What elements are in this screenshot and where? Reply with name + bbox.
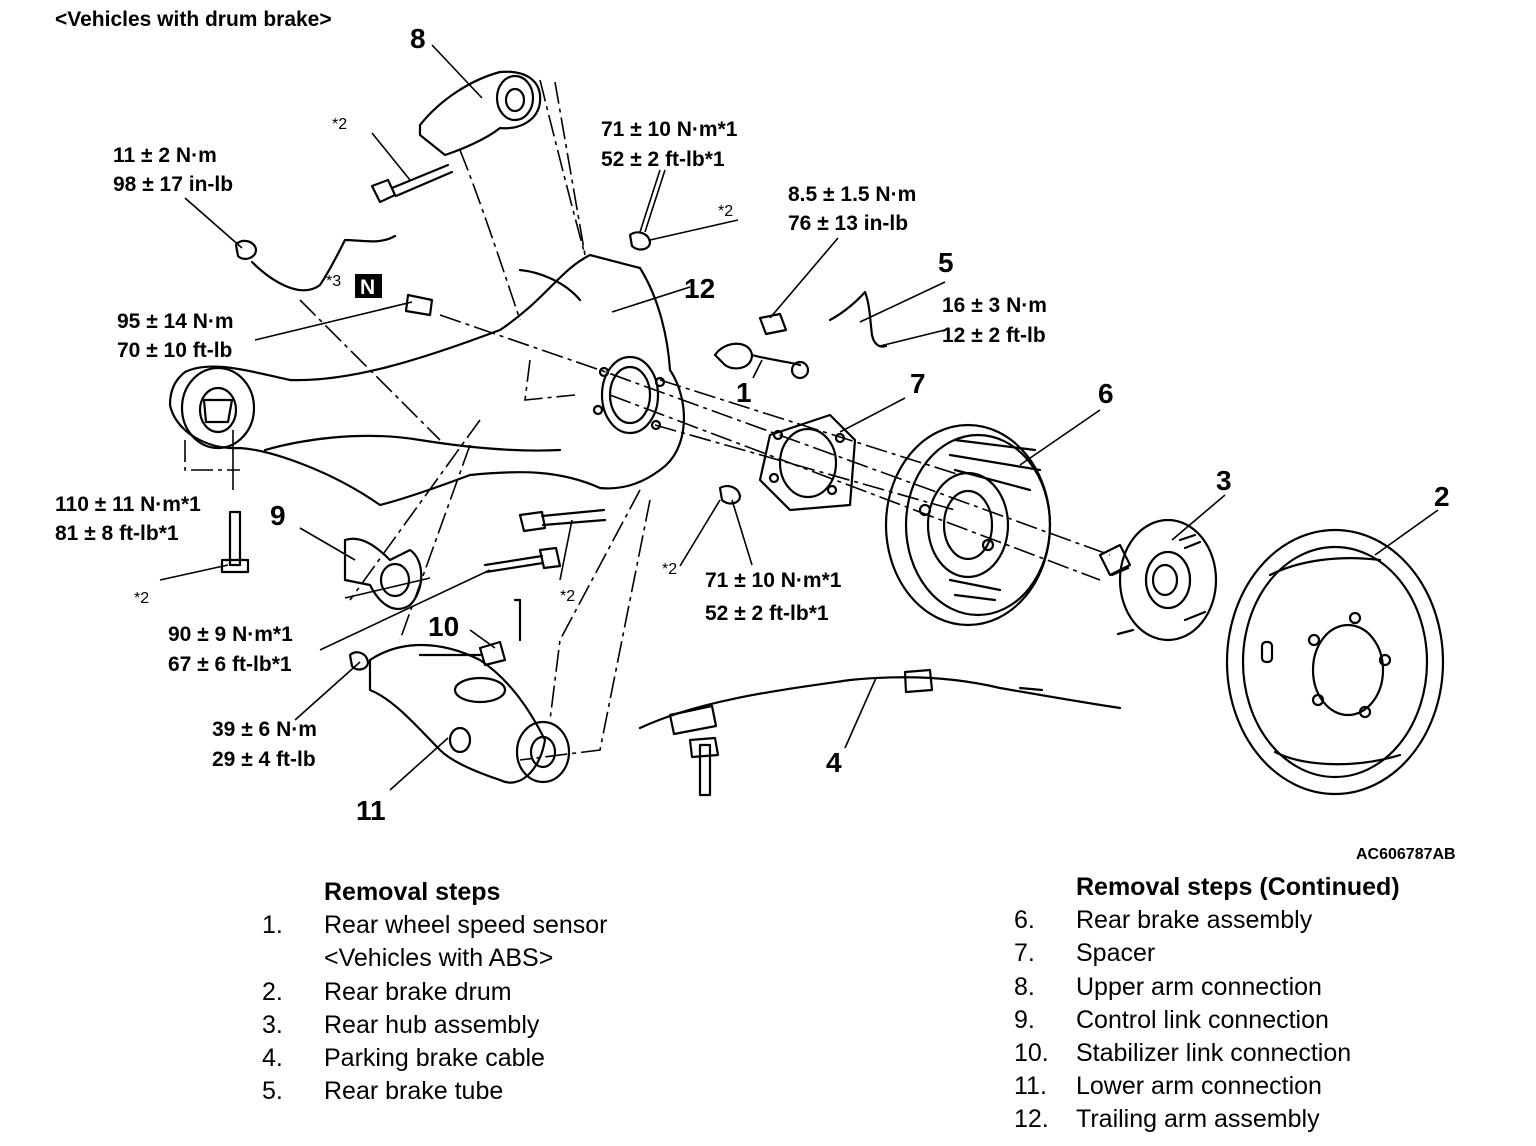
step-label: Rear hub assembly (324, 1010, 540, 1039)
torque-stab-nm: 39 ± 6 N·m (212, 718, 317, 741)
torque-tube-inlb: 76 ± 13 in-lb (788, 212, 908, 235)
callout-12: 12 (684, 273, 715, 304)
callout-10: 10 (428, 611, 459, 642)
removal-steps-list: Removal steps 1. Rear wheel speed sensor… (262, 876, 702, 1108)
new-part-badge (355, 274, 382, 298)
callout-9: 9 (270, 500, 286, 531)
list-item: 8. Upper arm connection (1014, 971, 1484, 1004)
torque-sensor-inlb: 98 ± 17 in-lb (113, 173, 233, 196)
exploded-view-drawing: 8 12 5 1 7 6 3 2 9 10 4 11 11 ± 2 N·m 98… (55, 23, 1450, 826)
note-star3: *3 (326, 273, 341, 290)
step-number: 7. (1014, 939, 1035, 968)
callout-2: 2 (1434, 481, 1450, 512)
step-sublabel: <Vehicles with ABS> (324, 944, 554, 973)
note-star2: *2 (134, 590, 149, 607)
list-item: 11. Lower arm connection (1014, 1070, 1484, 1103)
list-item: 3. Rear hub assembly (262, 1009, 702, 1042)
step-number: 1. (262, 911, 283, 940)
step-label: Rear brake assembly (1076, 906, 1313, 935)
list-item: 4. Parking brake cable (262, 1042, 702, 1075)
torque-lower-nm: 90 ± 9 N·m*1 (168, 623, 293, 646)
figure-code: AC606787AB (1356, 846, 1456, 863)
step-label: Upper arm connection (1076, 972, 1322, 1001)
note-star2: *2 (718, 203, 733, 220)
list-item: 7. Spacer (1014, 937, 1484, 970)
list-item: 12. Trailing arm assembly (1014, 1103, 1484, 1136)
list-item: 10. Stabilizer link connection (1014, 1037, 1484, 1070)
step-label: Control link connection (1076, 1005, 1329, 1034)
callout-1: 1 (736, 377, 752, 408)
step-number: 5. (262, 1077, 283, 1106)
upper-arm (418, 70, 542, 157)
brake-drum (1225, 528, 1445, 796)
bolts (220, 163, 788, 797)
callout-3: 3 (1216, 465, 1232, 496)
removal-steps-continued-title: Removal steps (Continued) (1076, 873, 1400, 901)
trailing-arm-body (168, 253, 685, 507)
torque-upper-nm: 71 ± 10 N·m*1 (601, 118, 738, 141)
callout-4: 4 (826, 747, 842, 778)
callout-6: 6 (1098, 378, 1114, 409)
step-number: 12. (1014, 1105, 1049, 1134)
step-label: Rear brake drum (324, 977, 512, 1006)
step-number: 11. (1014, 1072, 1047, 1101)
spacer (758, 413, 857, 512)
torque-lower-ftlb: 67 ± 6 ft-lb*1 (168, 653, 292, 676)
torque-nut-nm: 95 ± 14 N·m (117, 310, 234, 333)
torque-upper-ftlb: 52 ± 2 ft-lb*1 (601, 148, 725, 171)
list-item: 1. Rear wheel speed sensor <Vehicles wit… (262, 909, 702, 975)
parking-brake-cable (638, 676, 1122, 730)
note-star2: *2 (560, 588, 575, 605)
torque-link-nm: 71 ± 10 N·m*1 (705, 569, 842, 592)
step-label: Spacer (1076, 939, 1156, 968)
note-star2: *2 (662, 561, 677, 578)
step-label: Rear wheel speed sensor (324, 911, 608, 940)
torque-sensor-nm: 11 ± 2 N·m (113, 144, 217, 167)
torque-nut-ftlb: 70 ± 10 ft-lb (117, 339, 232, 362)
step-label: Rear brake tube (324, 1077, 504, 1106)
step-label: Trailing arm assembly (1076, 1105, 1320, 1134)
new-part-mark: N (360, 276, 375, 299)
callout-8: 8 (410, 23, 426, 54)
speed-sensor (713, 342, 754, 370)
lower-arm (368, 644, 547, 784)
stabilizer-link (478, 598, 522, 667)
brake-tube (828, 290, 888, 348)
removal-steps-title: Removal steps (324, 878, 501, 906)
diagram-header: <Vehicles with drum brake> (55, 8, 332, 31)
torque-flare-ftlb: 12 ± 2 ft-lb (942, 324, 1046, 347)
note-star2: *2 (332, 116, 347, 133)
step-number: 2. (262, 977, 283, 1006)
torque-link-ftlb: 52 ± 2 ft-lb*1 (705, 602, 829, 625)
step-number: 6. (1014, 906, 1035, 935)
torque-trailing-nm: 110 ± 11 N·m*1 (55, 493, 201, 516)
list-item: 5. Rear brake tube (262, 1075, 702, 1108)
torque-stab-ftlb: 29 ± 4 ft-lb (212, 748, 316, 771)
step-label: Lower arm connection (1076, 1072, 1322, 1101)
torque-flare-nm: 16 ± 3 N·m (942, 294, 1047, 317)
list-item: 2. Rear brake drum (262, 976, 702, 1009)
step-label: Parking brake cable (324, 1044, 545, 1073)
step-number: 10. (1014, 1039, 1049, 1068)
step-number: 3. (262, 1010, 283, 1039)
list-item: 9. Control link connection (1014, 1004, 1484, 1037)
callout-11: 11 (356, 795, 386, 826)
torque-tube-nm: 8.5 ± 1.5 N·m (788, 183, 916, 206)
step-number: 9. (1014, 1005, 1035, 1034)
step-number: 8. (1014, 972, 1035, 1001)
trailing-arm-bushing (180, 366, 256, 450)
callout-7: 7 (910, 368, 926, 399)
list-item: 6. Rear brake assembly (1014, 904, 1484, 937)
step-number: 4. (262, 1044, 283, 1073)
control-link (343, 537, 423, 611)
step-label: Stabilizer link connection (1076, 1039, 1352, 1068)
callout-5: 5 (938, 247, 954, 278)
rear-hub (1118, 518, 1218, 642)
removal-steps-continued-list: Removal steps (Continued) 6. Rear brake … (1014, 871, 1484, 1137)
torque-trailing-ftlb: 81 ± 8 ft-lb*1 (55, 522, 179, 545)
